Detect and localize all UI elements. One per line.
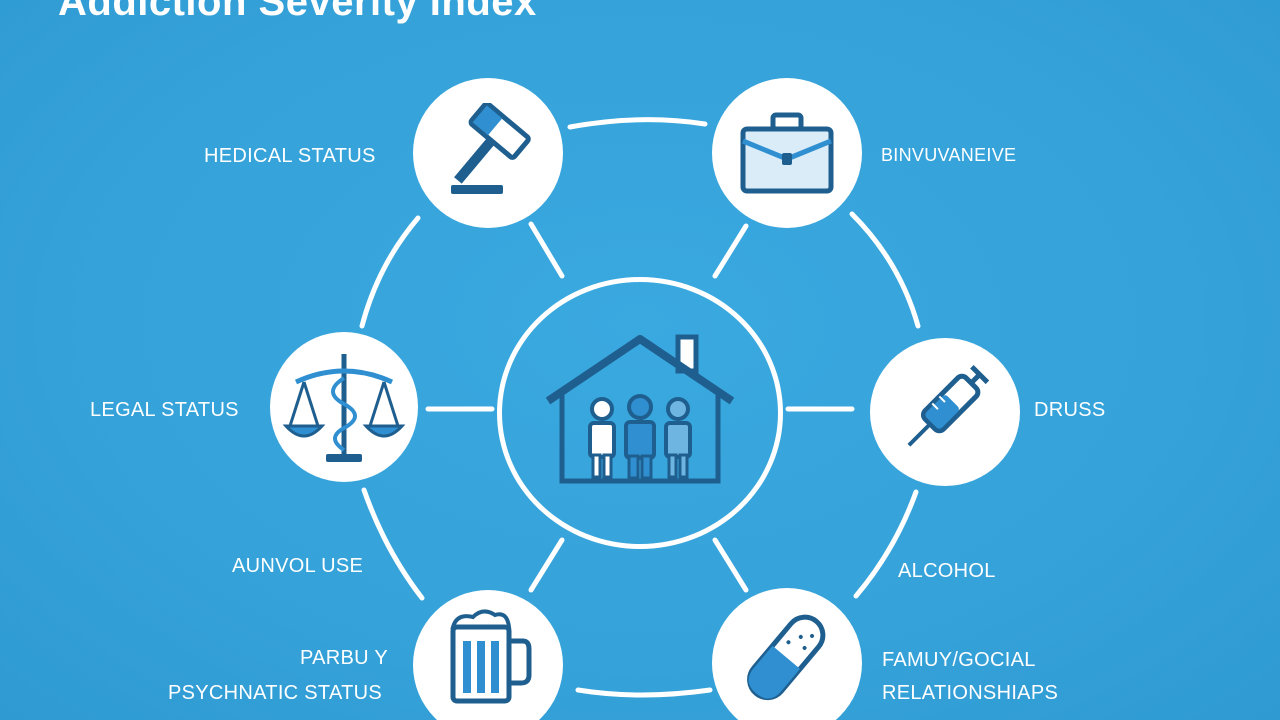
label-alcohol: ALCOHOL — [898, 560, 996, 582]
label-legal-status: LEGAL STATUS — [90, 399, 239, 421]
label-family-line1: FAMUY/GOCIAL — [882, 649, 1036, 671]
ring-arc-top-left — [359, 215, 421, 329]
scales-caduceus-icon — [282, 348, 406, 466]
briefcase-icon — [737, 111, 837, 195]
label-psych-line1: PARBU Y — [300, 647, 389, 669]
label-family-line2: RELATIONSHIAPS — [882, 682, 1059, 704]
node-mid-right — [870, 338, 1020, 486]
spoke-bottom-left — [528, 537, 565, 593]
spoke-top-left — [528, 221, 565, 279]
ring-arc-top-right — [849, 211, 921, 329]
ring-arc-bottom-right — [853, 489, 919, 599]
ring-arc-top — [567, 117, 708, 130]
label-alcohol-use: AUNVOL USE — [232, 555, 364, 577]
node-mid-left — [270, 332, 418, 482]
diagram-title: Addiction Severity Index — [58, 0, 537, 24]
center-hub — [497, 277, 783, 549]
gavel-icon — [433, 103, 543, 203]
spoke-bottom-right — [712, 537, 749, 593]
label-drugs: DRUSS — [1034, 399, 1106, 421]
node-bottom-right — [712, 588, 862, 720]
label-employment: BINVUVANEIVE — [881, 145, 1017, 165]
label-medical-status: HEDICAL STATUS — [204, 145, 376, 167]
family-house-icon — [540, 331, 740, 496]
ring-arc-bottom-left — [361, 487, 425, 601]
pill-capsule-icon — [732, 603, 842, 713]
beer-mug-icon — [443, 605, 533, 705]
node-top-right — [712, 78, 862, 228]
node-bottom-left — [413, 590, 563, 720]
syringe-icon — [890, 357, 1000, 467]
ring-arc-bottom — [575, 687, 713, 698]
spoke-top-right — [712, 223, 749, 279]
label-psych-line2: PSYCHNATIC STATUS — [168, 682, 383, 704]
node-top-left — [413, 78, 563, 228]
